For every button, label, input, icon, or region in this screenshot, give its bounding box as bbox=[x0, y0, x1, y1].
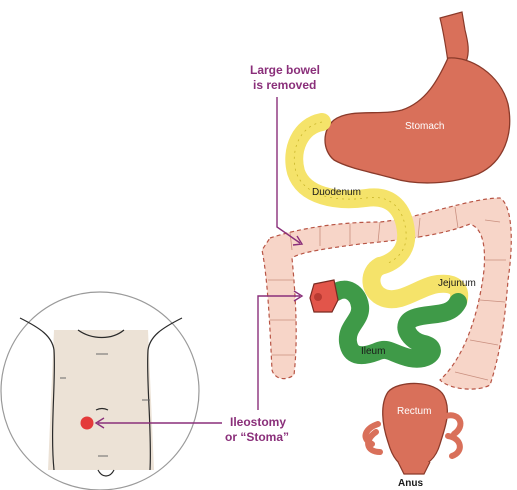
stoma-opening bbox=[314, 293, 322, 301]
stomach-label: Stomach bbox=[405, 121, 444, 132]
anus bbox=[398, 462, 430, 474]
rectum bbox=[383, 383, 448, 468]
rectum-stump-right bbox=[446, 415, 460, 456]
abdomen-torso bbox=[48, 330, 154, 470]
large-bowel-callout-line1: Large bowel bbox=[250, 63, 320, 77]
stoma-marker bbox=[81, 417, 94, 430]
duodenum-label: Duodenum bbox=[312, 187, 361, 198]
rectum-label: Rectum bbox=[397, 406, 431, 417]
ileostomy-callout-line1: Ileostomy bbox=[230, 415, 286, 429]
rectum-stump-left bbox=[365, 424, 380, 452]
esophagus bbox=[440, 12, 468, 62]
large-bowel-callout-line2: is removed bbox=[253, 78, 316, 92]
ileum-label: Ileum bbox=[361, 346, 385, 357]
anus-label: Anus bbox=[398, 478, 423, 489]
ileostomy-callout-line2: or “Stoma” bbox=[225, 430, 289, 444]
jejunum-label: Jejunum bbox=[438, 278, 476, 289]
